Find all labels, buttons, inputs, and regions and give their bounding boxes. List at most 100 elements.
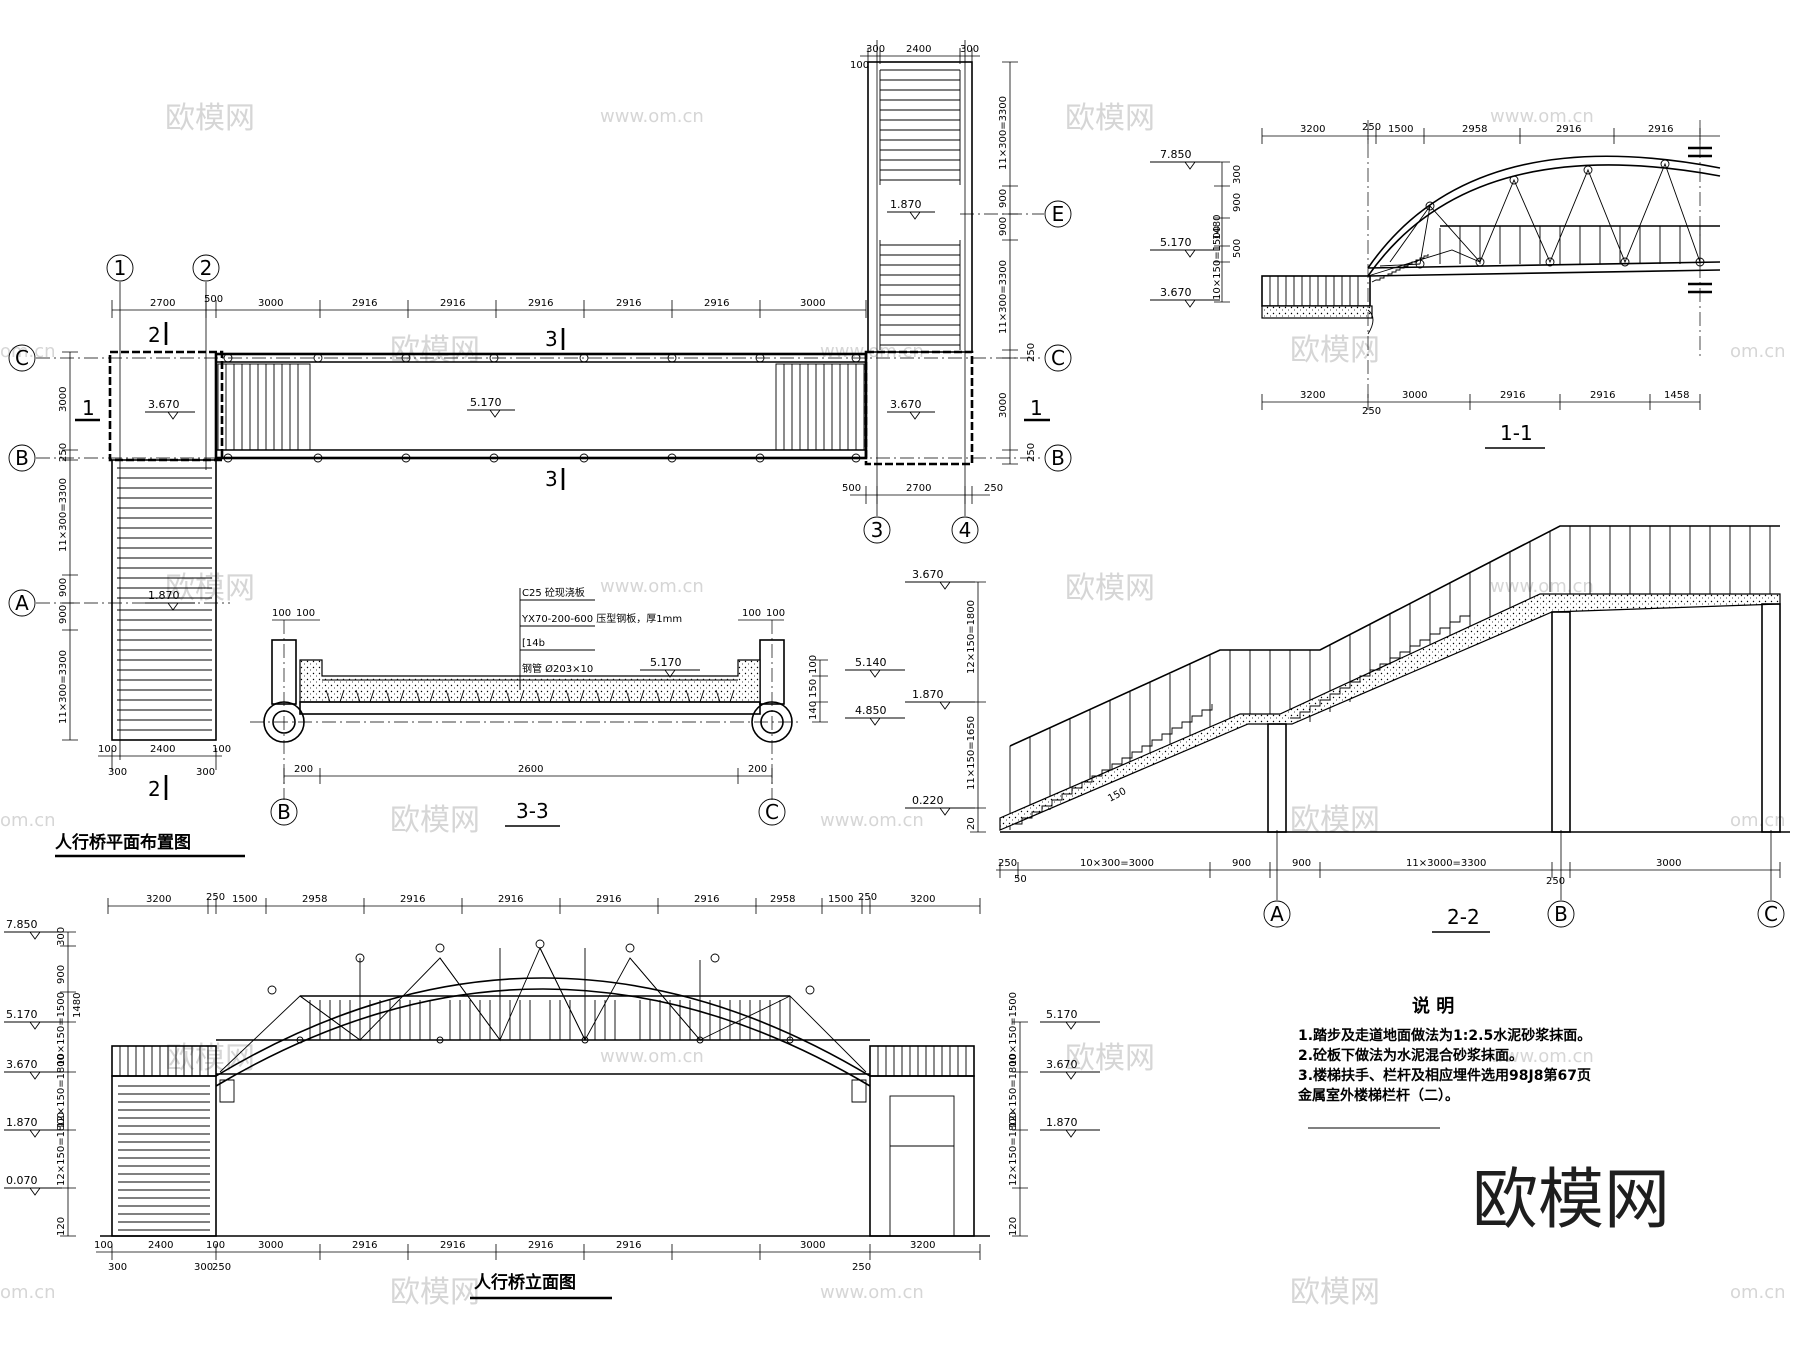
svg-text:200: 200 bbox=[748, 764, 767, 775]
svg-text:3200: 3200 bbox=[910, 894, 935, 905]
svg-text:250: 250 bbox=[1362, 406, 1381, 417]
svg-text:200: 200 bbox=[294, 764, 313, 775]
notes: 说 明 1.踏步及走道地面做法为1:2.5水泥砂浆抹面。 2.砼板下做法为水泥混… bbox=[1297, 995, 1591, 1129]
svg-text:100: 100 bbox=[742, 608, 761, 619]
svg-text:10×150=1500: 10×150=1500 bbox=[1008, 992, 1019, 1066]
plan-deck-bolts bbox=[223, 353, 861, 463]
svg-text:300: 300 bbox=[108, 1262, 127, 1273]
axis-bubble-3: 3 bbox=[863, 516, 891, 544]
watermark-cn: 欧模网 bbox=[165, 571, 255, 606]
svg-text:0.220: 0.220 bbox=[912, 794, 944, 807]
elev-dim-v-left: 300 900 1480 10×150=1500 12×150=1800 12×… bbox=[56, 927, 83, 1237]
plan-view: 1 2 3 4 C B A C B E bbox=[8, 40, 1072, 858]
watermark-url: om.cn bbox=[1730, 341, 1786, 362]
svg-text:C: C bbox=[15, 346, 29, 370]
svg-text:E: E bbox=[1052, 202, 1065, 226]
watermark-url: om.cn bbox=[1730, 810, 1786, 831]
svg-text:12×150=1800: 12×150=1800 bbox=[1008, 1054, 1019, 1128]
axis-bubble-C-right: C bbox=[1044, 344, 1072, 372]
s11-dim-bottom: 3200 3000 2916 2916 1458 250 bbox=[1261, 390, 1701, 417]
plan-dim-right-v: 11×300=3300 900 900 11×300=3300 250 3000… bbox=[998, 61, 1037, 465]
watermarks: 欧模网 www.om.cn 欧模网 www.om.cn om.cn 欧模网 ww… bbox=[0, 101, 1786, 1310]
svg-text:3000: 3000 bbox=[258, 298, 283, 309]
s22-title: 2-2 bbox=[1447, 905, 1480, 929]
plan-left-stair-treads bbox=[117, 467, 212, 731]
watermark-url: www.om.cn bbox=[1490, 1046, 1594, 1067]
plan-right-stair-treads bbox=[879, 69, 961, 350]
plan-section-marks: 1 1 2 2 3 3 bbox=[75, 322, 1050, 801]
svg-text:250: 250 bbox=[998, 858, 1017, 869]
svg-text:12×150=1800: 12×150=1800 bbox=[966, 600, 977, 674]
svg-text:11×300=3300: 11×300=3300 bbox=[998, 260, 1009, 334]
svg-text:12×150=1800: 12×150=1800 bbox=[56, 1054, 67, 1128]
watermark-cn: 欧模网 bbox=[390, 803, 480, 838]
s33-title: 3-3 bbox=[516, 799, 549, 823]
s33-axis-B: B bbox=[270, 798, 298, 826]
svg-text:YX70-200-600 压型钢板，厚1mm: YX70-200-600 压型钢板，厚1mm bbox=[521, 612, 682, 625]
watermark-url: www.om.cn bbox=[1490, 106, 1594, 127]
svg-text:B: B bbox=[277, 800, 291, 824]
svg-text:A: A bbox=[1270, 902, 1284, 926]
svg-text:1500: 1500 bbox=[1388, 124, 1413, 135]
watermark-url: www.om.cn bbox=[820, 810, 924, 831]
axis-bubble-1: 1 bbox=[106, 254, 134, 282]
s22-axis-B: B bbox=[1547, 900, 1575, 928]
svg-text:100: 100 bbox=[94, 1240, 113, 1251]
svg-text:1480: 1480 bbox=[72, 993, 83, 1018]
plan-deck-stairs bbox=[217, 363, 865, 451]
watermark-cn: 欧模网 bbox=[165, 101, 255, 136]
svg-text:300: 300 bbox=[194, 1262, 213, 1273]
svg-text:900: 900 bbox=[58, 578, 69, 597]
svg-text:500: 500 bbox=[842, 483, 861, 494]
svg-text:钢管 Ø203×10: 钢管 Ø203×10 bbox=[522, 662, 593, 675]
svg-text:2916: 2916 bbox=[694, 894, 719, 905]
svg-text:11×3000=3300: 11×3000=3300 bbox=[1406, 858, 1486, 869]
svg-text:7.850: 7.850 bbox=[6, 918, 38, 931]
plan-dim-bottom-right: 500 2700 250 bbox=[842, 483, 1003, 504]
svg-text:300: 300 bbox=[866, 44, 885, 55]
svg-text:300: 300 bbox=[196, 767, 215, 778]
svg-text:2916: 2916 bbox=[1500, 390, 1525, 401]
plan-elev-right: 3.670 bbox=[890, 398, 922, 411]
axis-bubble-B-right: B bbox=[1044, 444, 1072, 472]
s11-dim-top: 3200 250 1500 2958 2916 2916 bbox=[1261, 122, 1720, 144]
watermark-cn: 欧模网 bbox=[1290, 1275, 1380, 1310]
svg-text:2916: 2916 bbox=[352, 298, 377, 309]
svg-text:50: 50 bbox=[1014, 874, 1027, 885]
svg-text:2: 2 bbox=[148, 777, 161, 801]
s22-axis-A: A bbox=[1263, 900, 1291, 928]
svg-text:100: 100 bbox=[808, 655, 819, 674]
s33-callout: C25 砼现浇板 YX70-200-600 压型钢板，厚1mm [14b 钢管 … bbox=[519, 586, 682, 690]
s22-axis-C: C bbox=[1757, 900, 1785, 928]
plan-elev-left: 3.670 bbox=[148, 398, 180, 411]
axis-bubble-4: 4 bbox=[951, 516, 979, 544]
svg-text:2916: 2916 bbox=[596, 894, 621, 905]
svg-text:3: 3 bbox=[545, 467, 558, 491]
svg-text:10×150=1500: 10×150=1500 bbox=[56, 992, 67, 1066]
watermark-cn: 欧模网 bbox=[1065, 571, 1155, 606]
svg-text:1500: 1500 bbox=[828, 894, 853, 905]
svg-text:300: 300 bbox=[1232, 165, 1243, 184]
svg-text:500: 500 bbox=[1232, 239, 1243, 258]
svg-text:250: 250 bbox=[1546, 876, 1565, 887]
svg-text:2916: 2916 bbox=[498, 894, 523, 905]
svg-text:250: 250 bbox=[858, 892, 877, 903]
svg-text:300: 300 bbox=[56, 927, 67, 946]
svg-text:2700: 2700 bbox=[150, 298, 175, 309]
plan-dim-top: 2700 500 3000 2916 2916 2916 2916 2916 3… bbox=[111, 294, 867, 318]
svg-text:5.170: 5.170 bbox=[650, 656, 682, 669]
svg-text:2400: 2400 bbox=[148, 1240, 173, 1251]
axis-bubble-B-left: B bbox=[8, 444, 36, 472]
svg-text:2916: 2916 bbox=[352, 1240, 377, 1251]
svg-text:1: 1 bbox=[82, 396, 95, 420]
watermark-cn: 欧模网 bbox=[390, 1275, 480, 1310]
svg-text:7.850: 7.850 bbox=[1160, 148, 1192, 161]
svg-text:3000: 3000 bbox=[998, 393, 1009, 418]
s11-nodes bbox=[1415, 159, 1705, 269]
plan-dim-bottom-left: 100 2400 100 300 300 bbox=[98, 744, 231, 778]
svg-text:1: 1 bbox=[114, 256, 127, 280]
svg-text:900: 900 bbox=[998, 189, 1009, 208]
svg-text:B: B bbox=[1554, 902, 1568, 926]
svg-text:5.140: 5.140 bbox=[855, 656, 887, 669]
